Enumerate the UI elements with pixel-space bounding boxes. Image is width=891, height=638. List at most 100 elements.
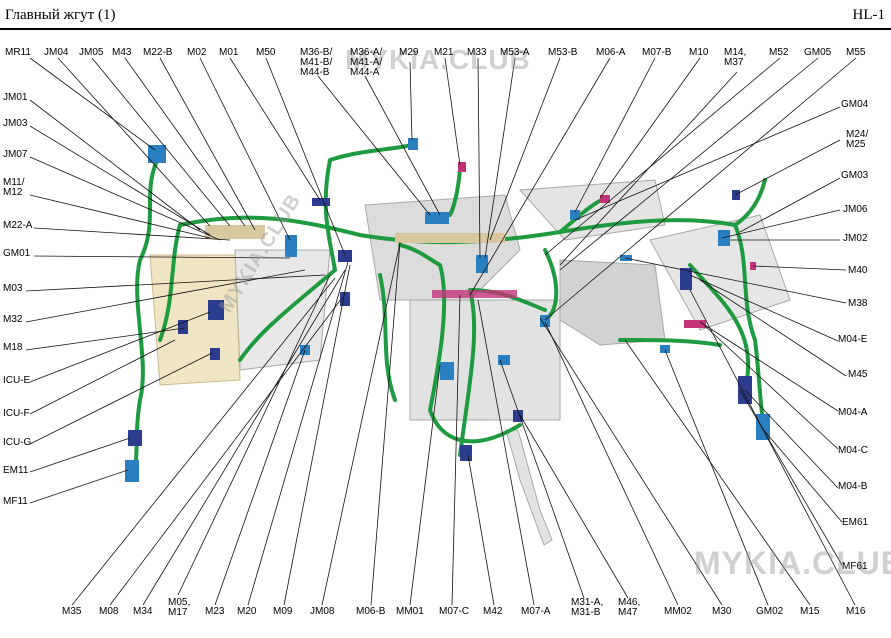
label-m36-b-m41-b-m44-b: M36-B/ M41-B/ M44-B [300, 47, 333, 78]
label-gm05: GM05 [804, 47, 832, 58]
connector [684, 320, 706, 328]
connector [340, 292, 350, 306]
label-m35: M35 [62, 606, 82, 617]
connector [440, 362, 454, 380]
connector [210, 348, 220, 360]
label-m53-a: M53-A [500, 47, 530, 58]
watermark-top: MYKIA.CLUB [345, 44, 531, 75]
label-m07-c: M07-C [439, 606, 470, 617]
connector [458, 162, 466, 172]
connector [312, 198, 330, 206]
page-code: HL-1 [852, 7, 886, 23]
label-m24-m25: M24/ M25 [846, 129, 869, 150]
label-m31-a-m31-b: M31-A, M31-B [571, 597, 604, 618]
connector [600, 195, 610, 203]
label-m04-b: M04-B [838, 481, 868, 492]
label-m38: M38 [848, 298, 868, 309]
label-m07-b: M07-B [642, 47, 672, 58]
label-mf11: MF11 [3, 496, 28, 507]
label-m33: M33 [467, 47, 487, 58]
connector [408, 138, 418, 150]
label-jm06: JM06 [843, 204, 868, 215]
label-m22-a: M22-A [3, 220, 33, 231]
connector [756, 414, 770, 440]
label-m04-c: M04-C [838, 445, 869, 456]
label-m43: M43 [112, 47, 132, 58]
page-title: Главный жгут (1) [5, 7, 116, 23]
connector [540, 315, 550, 327]
label-mr11: MR11 [5, 47, 31, 58]
connector [660, 345, 670, 353]
label-gm01: GM01 [3, 248, 31, 259]
connector [125, 460, 139, 482]
connector [460, 445, 472, 461]
label-m18: M18 [3, 342, 23, 353]
label-jm05: JM05 [79, 47, 104, 58]
label-m01: M01 [219, 47, 239, 58]
label-m21: M21 [434, 47, 454, 58]
label-m34: M34 [133, 606, 153, 617]
label-jm02: JM02 [843, 233, 868, 244]
label-m52: M52 [769, 47, 789, 58]
label-jm07: JM07 [3, 149, 28, 160]
label-m46-m47: M46, M47 [618, 597, 641, 618]
connector [718, 230, 730, 246]
label-m07-a: M07-A [521, 606, 551, 617]
label-m32: M32 [3, 314, 23, 325]
label-em11: EM11 [3, 465, 29, 476]
label-m02: M02 [187, 47, 207, 58]
label-m50: M50 [256, 47, 276, 58]
label-m15: M15 [800, 606, 820, 617]
page-header: Главный жгут (1) HL-1 [0, 0, 891, 30]
label-m36-a-m41-a-m44-a: M36-A/ M41-A/ M44-A [350, 47, 383, 78]
label-icu-f: ICU-F [3, 408, 30, 419]
label-em61: EM61 [842, 517, 869, 528]
label-m04-a: M04-A [838, 407, 868, 418]
label-m05-m17: M05, M17 [168, 597, 191, 618]
label-m03: M03 [3, 283, 23, 294]
label-m16: M16 [846, 606, 866, 617]
connector [570, 210, 580, 220]
label-jm04: JM04 [44, 47, 69, 58]
label-icu-e: ICU-E [3, 375, 31, 386]
label-m53-b: M53-B [548, 47, 578, 58]
label-gm02: GM02 [756, 606, 784, 617]
connector [338, 250, 352, 262]
connector [498, 355, 510, 365]
label-m20: M20 [237, 606, 257, 617]
label-jm03: JM03 [3, 118, 28, 129]
connector [178, 320, 188, 334]
label-gm03: GM03 [841, 170, 869, 181]
label-m40: M40 [848, 265, 868, 276]
label-mm02: MM02 [664, 606, 692, 617]
connector [148, 145, 166, 163]
label-gm04: GM04 [841, 99, 869, 110]
label-m42: M42 [483, 606, 503, 617]
label-jm08: JM08 [310, 606, 335, 617]
connector [476, 255, 488, 273]
label-m55: M55 [846, 47, 866, 58]
label-m23: M23 [205, 606, 225, 617]
connector [205, 225, 265, 239]
connector [395, 233, 505, 243]
label-m45: M45 [848, 369, 868, 380]
connector [425, 212, 449, 224]
label-m22-b: M22-B [143, 47, 173, 58]
connector [432, 290, 517, 298]
label-m14-m37: M14, M37 [724, 47, 747, 68]
connector [513, 410, 523, 422]
watermark-bottom: MYKIA.CLUB [694, 545, 891, 581]
connector [285, 235, 297, 257]
label-m30: M30 [712, 606, 732, 617]
leader-lines [25, 57, 857, 606]
label-m04-e: M04-E [838, 334, 868, 345]
connector [208, 300, 224, 320]
connector [680, 268, 692, 290]
label-m06-b: M06-B [356, 606, 386, 617]
connector [128, 430, 142, 446]
connector [732, 190, 740, 200]
label-mm01: MM01 [396, 606, 424, 617]
label-m11-m12: M11/ M12 [3, 177, 25, 198]
label-icu-g: ICU-G [3, 437, 32, 448]
connectors [125, 138, 770, 482]
